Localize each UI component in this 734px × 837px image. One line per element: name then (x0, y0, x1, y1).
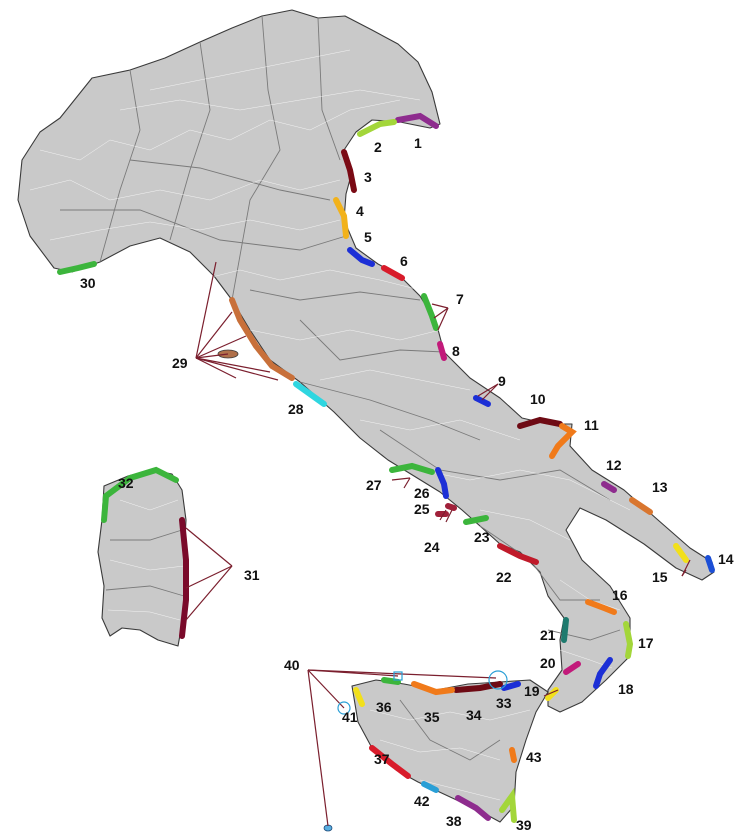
label-30: 30 (80, 275, 96, 291)
coast-segment-20 (563, 661, 581, 675)
label-31: 31 (244, 567, 260, 583)
label-8: 8 (452, 343, 460, 359)
coast-segment-43 (509, 747, 517, 763)
label-5: 5 (364, 229, 372, 245)
coast-segment-26 (435, 467, 449, 499)
coast-segment-3 (341, 149, 357, 193)
label-12: 12 (606, 457, 622, 473)
coast-segment-22 (497, 543, 539, 565)
label-25: 25 (414, 501, 430, 517)
coast-segment-15 (673, 543, 689, 563)
label-40: 40 (284, 657, 300, 673)
coast-segment-9 (473, 395, 491, 407)
label-1: 1 (414, 135, 422, 151)
coast-segment-10 (517, 416, 563, 429)
label-17: 17 (638, 635, 654, 651)
label-3: 3 (364, 169, 372, 185)
label-16: 16 (612, 587, 628, 603)
coast-segment-7 (421, 293, 439, 331)
label-43: 43 (526, 749, 542, 765)
coast-segment-1 (395, 112, 439, 129)
coast-segment-17 (623, 621, 634, 659)
coast-segment-41 (353, 687, 365, 707)
coast-segment-8 (437, 341, 447, 361)
coast-segment-13 (629, 497, 653, 515)
island-markers (337, 670, 508, 715)
label-23: 23 (474, 529, 490, 545)
coast-segment-5 (347, 247, 375, 267)
coast-segment-30 (57, 261, 97, 275)
label-32: 32 (118, 475, 134, 491)
label-15: 15 (652, 569, 668, 585)
label-35: 35 (424, 709, 440, 725)
label-29: 29 (172, 355, 188, 371)
label-2: 2 (374, 139, 382, 155)
coast-segment-14 (705, 555, 715, 573)
label-27: 27 (366, 477, 382, 493)
coast-segment-4 (333, 197, 349, 239)
label-36: 36 (376, 699, 392, 715)
coast-segment-27 (389, 462, 435, 475)
label-33: 33 (496, 695, 512, 711)
label-19: 19 (524, 683, 540, 699)
region-boundaries (60, 15, 621, 761)
label-41: 41 (342, 709, 358, 725)
coast-segment-31 (179, 517, 189, 639)
label-18: 18 (618, 681, 634, 697)
label-9: 9 (498, 373, 506, 389)
label-13: 13 (652, 479, 668, 495)
label-28: 28 (288, 401, 304, 417)
label-38: 38 (446, 813, 462, 829)
coast-segment-18 (593, 657, 613, 689)
label-24: 24 (424, 539, 440, 555)
leader-lines (185, 261, 691, 827)
island-egadi (337, 701, 351, 715)
label-20: 20 (540, 655, 556, 671)
label-7: 7 (456, 291, 464, 307)
coast-segment-16 (585, 599, 617, 615)
coast-segment-23 (463, 515, 489, 525)
label-22: 22 (496, 569, 512, 585)
coast-segment-25 (445, 503, 457, 511)
coast-segment-2 (357, 119, 397, 137)
coast-segment-39 (499, 787, 517, 823)
coast-segment-33 (501, 681, 521, 691)
island-eolie (488, 670, 508, 690)
label-11: 11 (584, 417, 599, 433)
coast-segment-34 (453, 681, 503, 693)
coast-segment-11 (549, 423, 577, 459)
coast-segment-37 (369, 745, 411, 779)
coast-segment-29 (229, 297, 295, 381)
coast-segment-28 (293, 381, 327, 407)
label-4: 4 (356, 203, 364, 219)
sardinia (97, 469, 187, 647)
coast-labels: 1 2 3 4 5 6 7 8 9 10 11 12 13 14 15 16 1… (80, 135, 734, 833)
label-42: 42 (414, 793, 430, 809)
label-14: 14 (718, 551, 734, 567)
coastal-segments (57, 112, 715, 823)
coast-segment-12 (601, 481, 617, 493)
coast-segment-21 (561, 617, 569, 643)
coast-segment-42 (421, 781, 439, 793)
coast-segment-38 (455, 795, 491, 821)
coast-segment-6 (381, 265, 405, 281)
label-10: 10 (530, 391, 546, 407)
label-26: 26 (414, 485, 430, 501)
label-37: 37 (374, 751, 390, 767)
coast-segment-32 (101, 466, 179, 523)
label-6: 6 (400, 253, 408, 269)
label-21: 21 (540, 627, 556, 643)
land-mass (17, 9, 715, 832)
island-ustica (393, 671, 403, 681)
label-39: 39 (516, 817, 532, 833)
coast-segment-36 (381, 677, 401, 685)
label-34: 34 (466, 707, 482, 723)
coast-segment-35 (411, 681, 455, 696)
